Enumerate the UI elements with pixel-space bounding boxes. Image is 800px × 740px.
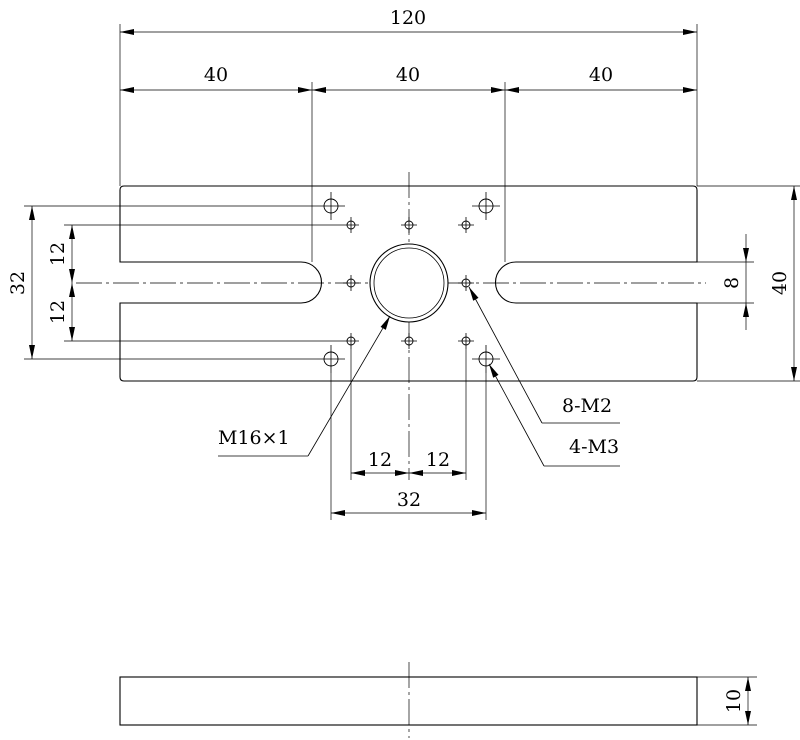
leader-large-holes <box>488 363 545 467</box>
dim-left-lower-offset: 12 <box>47 300 69 324</box>
callout-large-holes: 4-M3 <box>569 436 619 458</box>
center-thread-hole-outer <box>369 243 449 323</box>
callout-small-holes: 8-M2 <box>562 395 612 417</box>
dim-segment-right: 40 <box>589 64 613 86</box>
dim-left-upper-offset: 12 <box>47 242 69 266</box>
dim-bottom-total-spacing: 32 <box>397 489 421 511</box>
m2-holes <box>343 217 474 349</box>
plate-outline <box>119 185 698 382</box>
dim-left-height: 32 <box>7 271 29 295</box>
side-view-outline <box>119 676 698 726</box>
dim-slot-width: 8 <box>721 277 743 289</box>
dim-total-width: 120 <box>390 7 426 29</box>
dim-bottom-left-spacing: 12 <box>368 449 392 471</box>
dim-bottom-right-spacing: 12 <box>426 449 450 471</box>
leader-small-holes <box>468 286 543 424</box>
center-thread-hole-inner <box>373 247 445 319</box>
dim-segment-middle: 40 <box>396 64 420 86</box>
dim-side-thickness: 10 <box>723 689 745 713</box>
callout-center-thread: M16×1 <box>218 427 290 449</box>
dim-segment-left: 40 <box>204 64 228 86</box>
m3-holes <box>317 192 500 373</box>
leader-center-thread <box>307 315 391 457</box>
dim-right-height: 40 <box>769 271 791 295</box>
